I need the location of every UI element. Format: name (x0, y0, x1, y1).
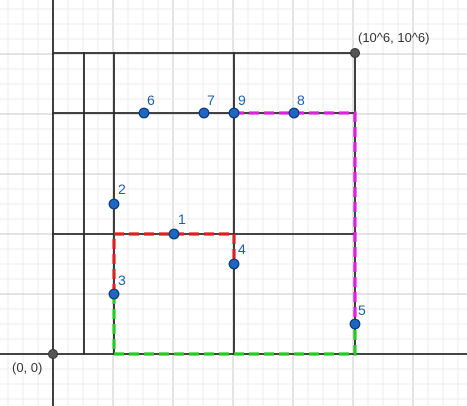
point-7-label: 7 (207, 92, 215, 108)
top-right-corner-point (350, 48, 360, 58)
point-2-label: 2 (118, 181, 126, 197)
point-1-label: 1 (178, 211, 186, 227)
point-5 (349, 318, 361, 330)
point-9-label: 9 (238, 92, 246, 108)
point-6-label: 6 (147, 92, 155, 108)
magenta-dashed-path (234, 111, 357, 324)
point-8-label: 8 (297, 92, 305, 108)
green-dashed-path (112, 294, 357, 356)
points (48, 48, 361, 359)
point-6 (138, 107, 150, 119)
point-2 (108, 198, 120, 210)
point-3 (108, 288, 120, 300)
origin-label: (0, 0) (12, 360, 42, 375)
point-8 (288, 107, 300, 119)
labels: (0, 0) (10^6, 10^6) 1 2 3 4 5 6 7 8 9 (12, 30, 429, 375)
point-9 (228, 107, 240, 119)
origin-point (48, 349, 58, 359)
point-4-label: 4 (238, 241, 246, 257)
point-7 (198, 107, 210, 119)
point-5-label: 5 (358, 302, 366, 318)
top-right-corner-label: (10^6, 10^6) (358, 30, 429, 45)
point-3-label: 3 (118, 272, 126, 288)
point-4 (228, 258, 240, 270)
point-1 (168, 228, 180, 240)
